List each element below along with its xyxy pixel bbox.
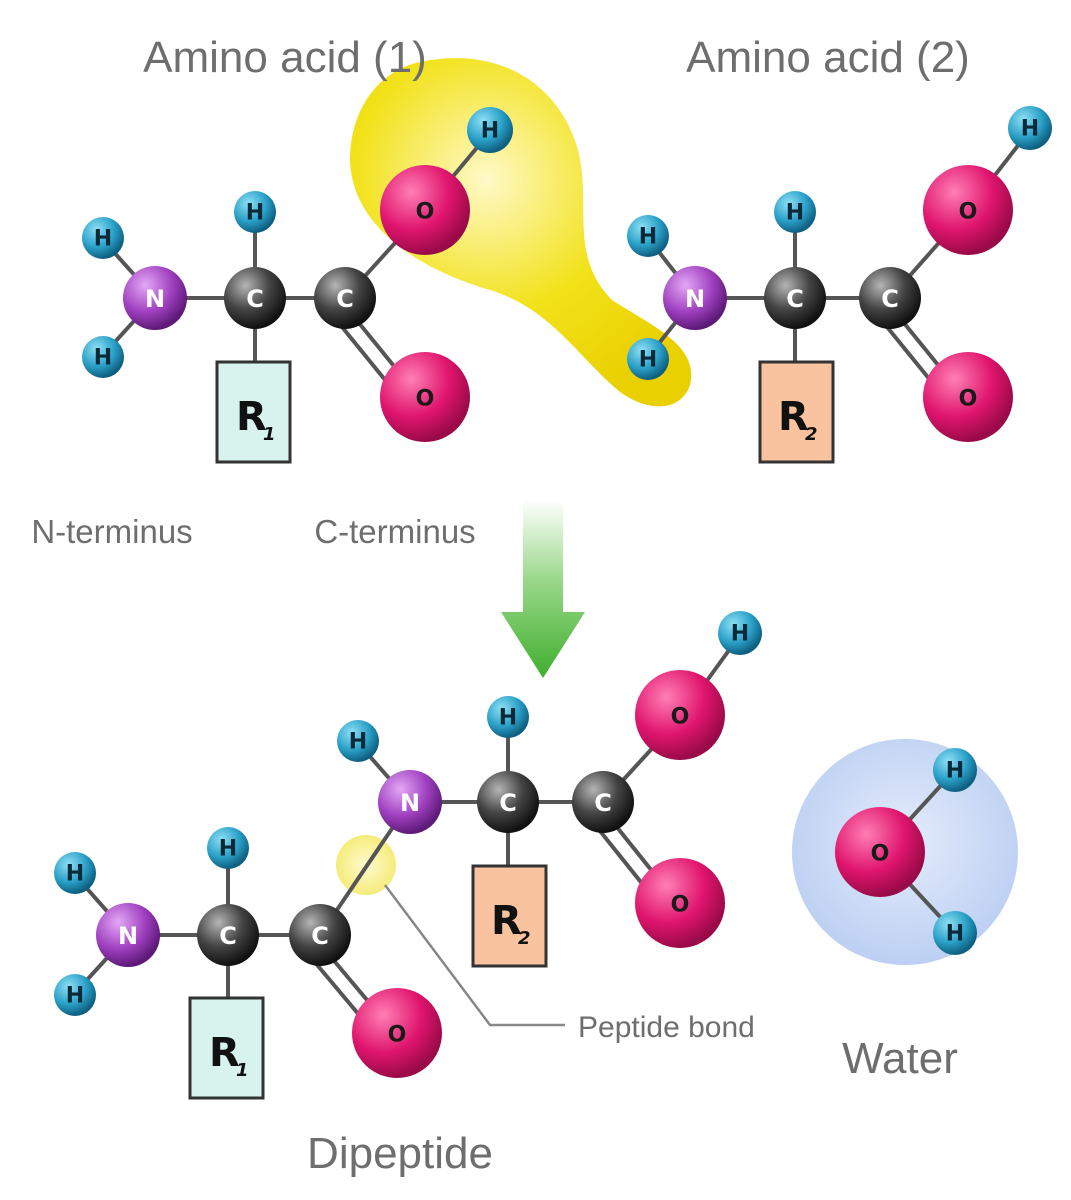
svg-text:O: O [416, 387, 435, 412]
hydrogen-atom: H [337, 720, 379, 762]
side-chain-r2: R 2 [471, 864, 548, 968]
svg-text:O: O [671, 893, 690, 918]
svg-text:N: N [685, 285, 705, 313]
side-chain-r1: R 1 [215, 360, 292, 464]
svg-text:H: H [1021, 117, 1039, 142]
hydrogen-atom: H [234, 191, 276, 233]
svg-text:R: R [491, 898, 522, 944]
svg-text:N: N [400, 789, 420, 817]
svg-text:C: C [246, 285, 264, 313]
svg-text:O: O [959, 387, 978, 412]
carbonyl-carbon-atom: C [859, 267, 921, 329]
oxygen-atom: O [835, 807, 925, 897]
nitrogen-atom: N [96, 903, 160, 967]
hydrogen-atom: H [207, 827, 249, 869]
svg-text:H: H [786, 201, 804, 226]
carbonyl-carbon-atom: C [289, 904, 351, 966]
carbonyl-carbon-atom: C [314, 267, 376, 329]
svg-text:O: O [416, 200, 435, 225]
hydroxyl-oxygen-atom: O [923, 165, 1013, 255]
alpha-carbon-atom: C [477, 771, 539, 833]
svg-text:1: 1 [236, 1060, 249, 1081]
condensation-highlight [350, 58, 692, 407]
svg-text:H: H [946, 759, 964, 784]
svg-text:2: 2 [518, 928, 531, 949]
side-chain-r1: R 1 [188, 996, 265, 1100]
svg-text:N: N [145, 285, 165, 313]
svg-text:O: O [871, 842, 890, 867]
svg-text:C: C [219, 922, 237, 950]
peptide-bond-leader [384, 884, 565, 1027]
hydrogen-atom: H [82, 336, 124, 378]
carbonyl-carbon-atom: C [572, 771, 634, 833]
hydrogen-atom: H [487, 696, 529, 738]
alpha-carbon-atom: C [197, 904, 259, 966]
svg-text:H: H [639, 225, 657, 250]
svg-text:H: H [94, 227, 112, 252]
reaction-arrow [501, 500, 585, 678]
hydrogen-atom: H [467, 107, 513, 153]
nitrogen-atom: N [123, 266, 187, 330]
svg-text:R: R [778, 394, 809, 440]
hydrogen-atom: H [82, 217, 124, 259]
svg-text:O: O [959, 200, 978, 225]
hydrogen-atom: H [54, 974, 96, 1016]
hydrogen-atom: H [54, 852, 96, 894]
hydrogen-atom: H [627, 215, 669, 257]
svg-text:C: C [336, 285, 354, 313]
svg-text:H: H [946, 922, 964, 947]
svg-text:C: C [881, 285, 899, 313]
n-terminus-label: N-terminus [31, 513, 192, 550]
carbonyl-oxygen-atom: O [380, 352, 470, 442]
dipeptide: H H N H C C O R 1 H N H C C O H O R 2 [54, 611, 762, 1100]
dipeptide-label: Dipeptide [307, 1129, 493, 1178]
svg-text:H: H [349, 730, 367, 755]
nitrogen-atom: N [663, 266, 727, 330]
hydroxyl-oxygen-atom: O [380, 165, 470, 255]
svg-text:O: O [388, 1023, 407, 1048]
hydrogen-atom: H [1008, 106, 1052, 150]
hydrogen-atom: H [627, 338, 669, 380]
svg-text:R: R [236, 394, 267, 440]
nitrogen-atom: N [378, 770, 442, 834]
svg-text:H: H [66, 984, 84, 1009]
svg-text:H: H [219, 837, 237, 862]
hydrogen-atom: H [933, 911, 977, 955]
hydroxyl-oxygen-atom: O [635, 670, 725, 760]
svg-text:H: H [731, 622, 749, 647]
hydrogen-atom: H [718, 611, 762, 655]
amino-acid-1-title: Amino acid (1) [143, 33, 427, 82]
svg-text:C: C [311, 922, 329, 950]
svg-text:1: 1 [263, 424, 276, 445]
amino-acid-2: H H N H C C O H O R 2 [627, 106, 1052, 464]
svg-text:H: H [481, 119, 499, 144]
svg-text:C: C [499, 789, 517, 817]
carbonyl-oxygen-atom: O [635, 858, 725, 948]
carbonyl-oxygen-atom: O [352, 988, 442, 1078]
water-molecule: O H H [835, 748, 977, 955]
svg-text:C: C [786, 285, 804, 313]
carbonyl-oxygen-atom: O [923, 352, 1013, 442]
svg-text:N: N [118, 922, 138, 950]
alpha-carbon-atom: C [764, 267, 826, 329]
hydrogen-atom: H [774, 191, 816, 233]
alpha-carbon-atom: C [224, 267, 286, 329]
peptide-bond-label: Peptide bond [578, 1011, 755, 1044]
c-terminus-label: C-terminus [314, 513, 475, 550]
hydrogen-atom: H [933, 748, 977, 792]
side-chain-r2: R 2 [758, 360, 835, 464]
svg-text:H: H [66, 862, 84, 887]
svg-text:O: O [671, 705, 690, 730]
svg-text:H: H [639, 348, 657, 373]
amino-acid-1: H H N H C C O H O R 1 [82, 107, 513, 464]
svg-text:2: 2 [805, 424, 818, 445]
svg-text:C: C [594, 789, 612, 817]
svg-text:H: H [94, 346, 112, 371]
svg-text:R: R [209, 1030, 240, 1076]
water-label: Water [842, 1034, 958, 1083]
svg-text:H: H [246, 201, 264, 226]
svg-text:H: H [499, 706, 517, 731]
amino-acid-2-title: Amino acid (2) [686, 33, 970, 82]
